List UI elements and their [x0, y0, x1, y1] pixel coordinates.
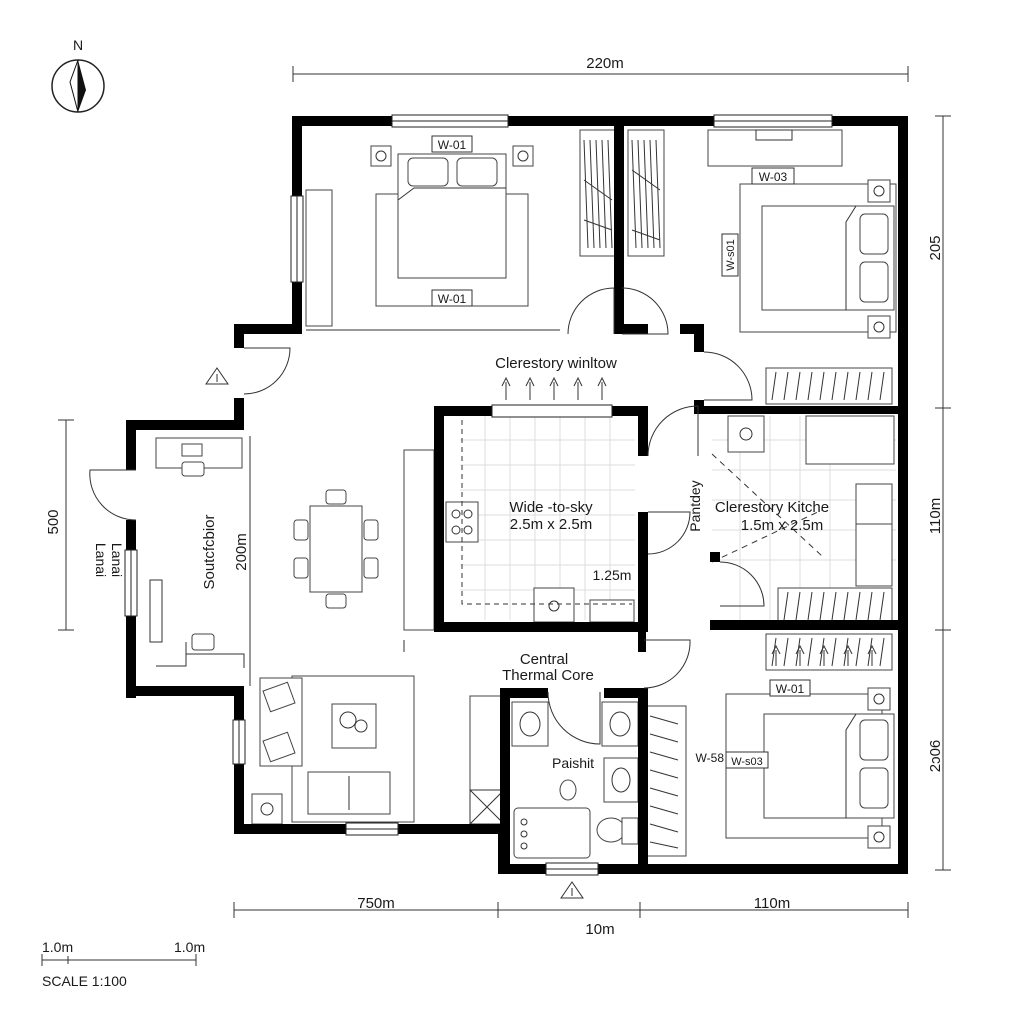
closet-kitchen: [777, 587, 893, 625]
sunroom-dimension: 200m: [233, 533, 250, 571]
bed-1: [375, 153, 529, 307]
wide-to-sky-extra: 1.25m: [593, 567, 632, 583]
window-tag-bed3-side-a: W-58: [696, 751, 725, 765]
dim-bottom-middle: 10m: [585, 921, 614, 938]
scale-right-label: 1.0m: [174, 939, 205, 955]
dim-left: 500: [45, 509, 62, 534]
closet-bed-3-top: [765, 633, 893, 671]
dimension-lines: [58, 66, 951, 918]
kitchen-label: Clerestory Kitche: [715, 499, 829, 516]
nightstand-lamp-icon: [370, 145, 534, 167]
window-tag-bed1-top: W-01: [438, 138, 467, 152]
scale-left-label: 1.0m: [42, 939, 73, 955]
lanai-label-2: Lanai: [109, 543, 125, 577]
closet-bed-3-side: [645, 705, 687, 857]
bathroom-fixtures: [511, 701, 639, 859]
walls: [126, 116, 908, 874]
kitchen-fixtures: [711, 415, 895, 587]
door-swings[interactable]: [89, 287, 765, 745]
closet-bed-2: [627, 129, 665, 257]
wide-to-sky-label: Wide -to-sky: [509, 499, 593, 516]
dim-bottom-right: 110m: [754, 895, 790, 912]
clerestory-window-label: Clerestory winltow: [495, 355, 617, 372]
pantry-label: Pantdey: [687, 480, 703, 531]
clerestory-arrows: [501, 376, 877, 666]
window-tag-bed2: W-03: [759, 170, 788, 184]
storage-cabinet: [469, 695, 505, 791]
closet-bed-1: [579, 129, 617, 257]
wide-to-sky-size: 2.5m x 2.5m: [510, 516, 593, 533]
dim-right-middle: 110m: [927, 498, 944, 534]
window-tag-bed1-bottom: W-01: [438, 292, 467, 306]
bed-1-dresser: [305, 189, 333, 327]
kitchen-size: 1.5m x 2.5m: [741, 517, 824, 534]
bed-3: [725, 687, 895, 849]
central-core-label-1: Central: [520, 651, 568, 668]
sunroom-desk: [149, 437, 245, 668]
closet-bed-2-bottom: [765, 367, 893, 405]
bed-2: [707, 129, 897, 339]
dim-top: 220m: [586, 55, 624, 72]
dining-table: [293, 489, 379, 609]
scale-title: SCALE 1:100: [42, 973, 127, 989]
window-tag-bed3-side-b: W-s03: [731, 756, 763, 768]
window-tag-bed3: W-01: [776, 682, 805, 696]
lanai-label-1: Lanai: [93, 543, 109, 577]
dim-right-lower: 2ↄ06: [927, 740, 944, 773]
sideboard: [403, 449, 435, 631]
north-arrow-icon: [51, 59, 105, 113]
shower-cross: [469, 789, 505, 825]
sunroom-label: Soutcfcbior: [201, 514, 218, 589]
dim-right-upper: 205: [927, 235, 944, 260]
scale-bar: [41, 954, 197, 966]
central-core-label-2: Thermal Core: [502, 667, 594, 684]
windows: [124, 114, 833, 876]
wide-to-sky-counter: [445, 420, 635, 623]
window-tag-bed2-side: W-s01: [725, 239, 737, 271]
entry-triangle-icon: [205, 367, 584, 899]
living-room-furniture: [251, 675, 415, 825]
dim-bottom-left: 750m: [357, 895, 395, 912]
window-tags: [431, 135, 811, 769]
bath-label: Paishit: [552, 755, 594, 771]
compass-label: N: [73, 37, 83, 53]
